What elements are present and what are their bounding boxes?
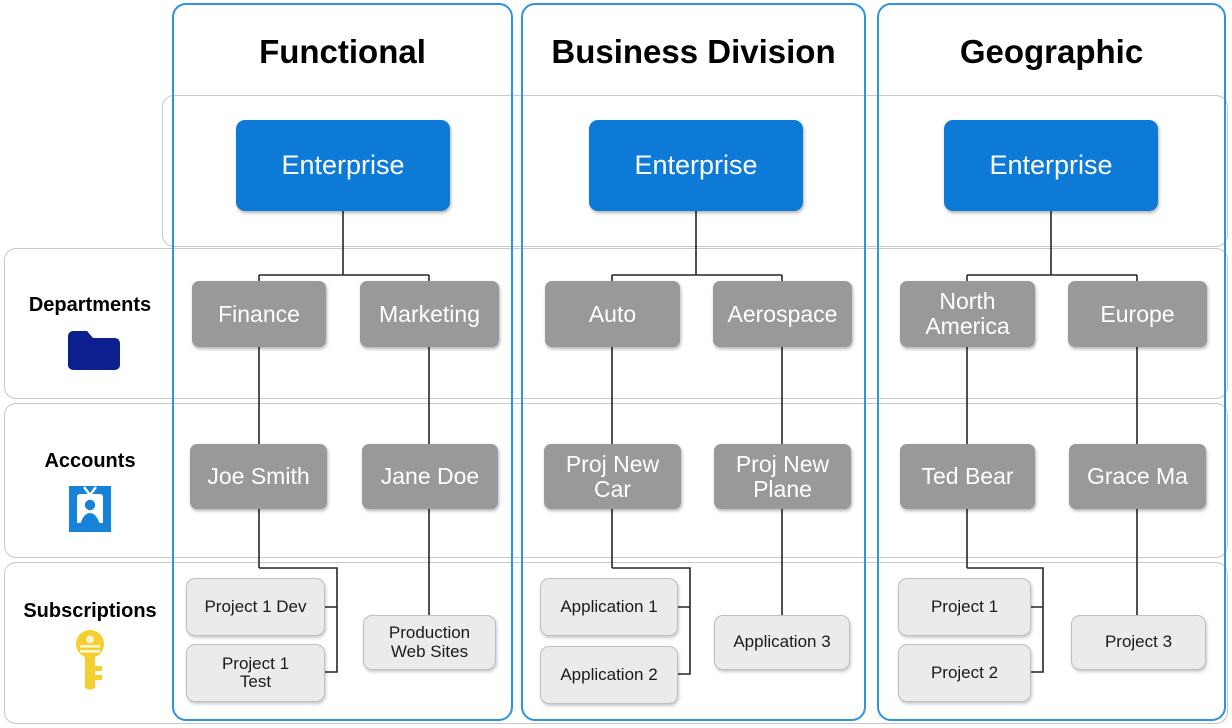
node-subscription-application-2[interactable]: Application 2 — [540, 646, 678, 704]
column-title-business-division: Business Division — [551, 33, 836, 70]
node-enterprise-business-division[interactable]: Enterprise — [589, 120, 803, 211]
node-label: Enterprise — [989, 149, 1113, 180]
row-label-subscriptions: Subscriptions — [23, 600, 157, 622]
node-label: Jane Doe — [380, 463, 480, 490]
row-band-departments — [4, 248, 1228, 399]
node-subscription-application-1[interactable]: Application 1 — [540, 578, 678, 636]
row-band-enterprise — [162, 95, 1228, 247]
column-title-functional: Functional — [259, 33, 426, 70]
node-subscription-project-3[interactable]: Project 3 — [1071, 615, 1206, 670]
node-label: Application 3 — [733, 632, 831, 652]
node-label: Aerospace — [727, 300, 838, 327]
node-label: Grace Ma — [1087, 463, 1188, 490]
column-panel-functional — [172, 3, 513, 721]
node-label: Ted Bear — [921, 463, 1014, 490]
column-panel-geographic — [877, 3, 1226, 721]
node-label: Auto — [588, 300, 637, 327]
node-department-finance[interactable]: Finance — [192, 281, 326, 347]
node-department-europe[interactable]: Europe — [1068, 281, 1207, 347]
folder-icon — [66, 326, 122, 372]
key-icon — [72, 628, 108, 690]
node-label: Enterprise — [634, 149, 758, 180]
node-label: Project 1 — [930, 596, 999, 616]
node-label: Project 3 — [1104, 632, 1173, 652]
node-subscription-project-1[interactable]: Project 1 — [898, 578, 1031, 636]
node-label: Application 2 — [560, 664, 658, 684]
node-label: Europe — [1100, 300, 1175, 327]
node-department-auto[interactable]: Auto — [545, 281, 680, 347]
node-label: Joe Smith — [207, 463, 310, 490]
node-account-ted-bear[interactable]: Ted Bear — [900, 444, 1035, 509]
node-label: Enterprise — [281, 149, 405, 180]
node-department-aerospace[interactable]: Aerospace — [713, 281, 852, 347]
node-enterprise-functional[interactable]: Enterprise — [236, 120, 450, 211]
node-department-marketing[interactable]: Marketing — [360, 281, 499, 347]
node-account-joe-smith[interactable]: Joe Smith — [190, 444, 327, 509]
id-badge-icon — [64, 483, 116, 535]
row-band-accounts — [4, 403, 1228, 558]
row-label-departments: Departments — [28, 294, 152, 316]
node-account-grace-ma[interactable]: Grace Ma — [1069, 444, 1206, 509]
column-panel-business-division — [521, 3, 866, 721]
node-account-jane-doe[interactable]: Jane Doe — [362, 444, 498, 509]
node-label: Application 1 — [560, 596, 658, 616]
row-band-subscriptions — [4, 562, 1228, 724]
node-enterprise-geographic[interactable]: Enterprise — [944, 120, 1158, 211]
node-label: Project 1 Dev — [204, 596, 307, 616]
node-label: Marketing — [379, 300, 480, 327]
node-subscription-project-2[interactable]: Project 2 — [898, 644, 1031, 702]
node-subscription-application-3[interactable]: Application 3 — [714, 615, 850, 670]
node-label: Finance — [218, 300, 300, 327]
column-title-geographic: Geographic — [959, 33, 1144, 70]
node-label: Project 2 — [930, 662, 999, 682]
node-subscription-project-1-dev[interactable]: Project 1 Dev — [186, 578, 325, 636]
row-label-accounts: Accounts — [44, 450, 136, 472]
